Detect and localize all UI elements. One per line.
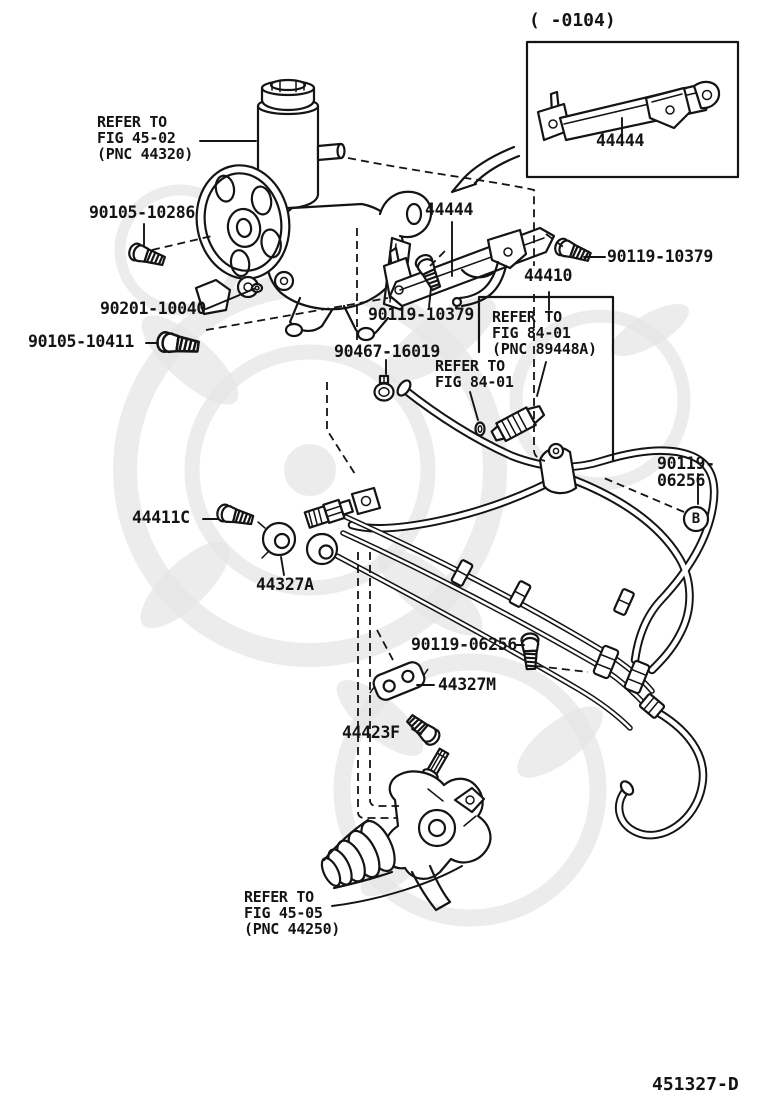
part-label-44411c: 44411C — [132, 508, 190, 527]
bolt-90119-10379-right-drawing — [551, 235, 594, 267]
part-label-90119-06256-right: 90119-06256 — [657, 454, 715, 490]
part-label-44327m: 44327M — [438, 675, 496, 694]
leader-lines — [143, 140, 699, 907]
part-label-90201-10040: 90201-10040 — [100, 299, 206, 318]
drawing-number: 451327-D — [652, 1074, 739, 1095]
connector-marker-b-circle — [682, 505, 710, 533]
power-steering-pump-drawing — [194, 78, 433, 342]
part-label-44444: 44444 — [425, 200, 474, 219]
part-label-90467-16019: 90467-16019 — [334, 342, 440, 361]
hose-clamp-90467-drawing — [373, 374, 395, 402]
part-label-44410: 44410 — [524, 266, 573, 285]
inset-variant-box — [525, 40, 740, 179]
inset-applicability-note: ( -0104) — [529, 10, 616, 31]
clamp-44327a-drawing — [257, 521, 297, 559]
o-ring-drawing — [474, 421, 486, 437]
refer-note-fig-84-01: REFER TO FIG 84-01 — [435, 357, 514, 391]
inset-bracket-44444-drawing — [536, 80, 721, 142]
part-label-44423f: 44423F — [342, 723, 400, 742]
part-label-90119-10379-right: 90119-10379 — [607, 247, 713, 266]
fittings-and-clamps — [257, 374, 546, 701]
refer-note-fig-45-05: REFER TO FIG 45-05 (PNC 44250) — [244, 888, 341, 938]
part-label-90119-06256-mid: 90119-06256 — [411, 635, 517, 654]
part-label-inset-44444: 44444 — [596, 131, 645, 150]
assembly-dashed-lines — [151, 157, 685, 819]
part-label-90105-10286: 90105-10286 — [89, 203, 195, 222]
bolt-44411c-drawing — [214, 502, 256, 530]
part-label-90105-10411: 90105-10411 — [28, 332, 134, 351]
clamp-44327m-drawing — [369, 661, 429, 701]
connector-marker-b: B — [691, 511, 701, 527]
refer-note-fig-84-01-pnc: REFER TO FIG 84-01 (PNC 89448A) — [492, 308, 597, 358]
refer-note-fig-45-02: REFER TO FIG 45-02 (PNC 44320) — [97, 113, 194, 163]
refer-84-01-group-box — [477, 295, 615, 462]
pressure-tube-assembly-drawing — [303, 379, 719, 840]
part-label-90119-10379-center: 90119-10379 — [368, 305, 474, 324]
steering-gear-drawing — [320, 747, 492, 912]
pressure-switch-drawing — [490, 405, 546, 443]
bolt-90105-10286-drawing — [126, 240, 168, 271]
part-label-44327a: 44327A — [256, 575, 314, 594]
